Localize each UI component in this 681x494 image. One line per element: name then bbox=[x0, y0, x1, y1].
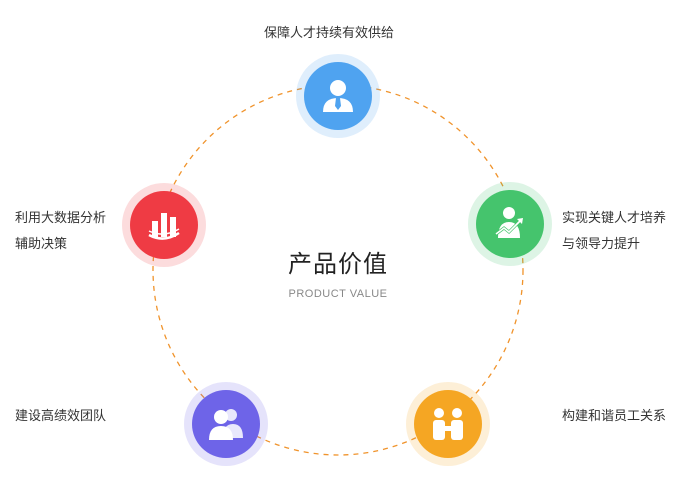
node-left-label: 利用大数据分析 辅助决策 bbox=[15, 206, 106, 258]
node-left bbox=[122, 183, 206, 267]
node-right bbox=[468, 182, 552, 266]
node-top bbox=[296, 54, 380, 138]
label-line: 保障人才持续有效供给 bbox=[264, 26, 395, 41]
center-subtitle: PRODUCT VALUE bbox=[288, 288, 388, 300]
person-tie-icon bbox=[323, 80, 353, 112]
node-bottom-right bbox=[406, 382, 490, 466]
label-line: 实现关键人才培养 bbox=[562, 211, 667, 226]
team-icon bbox=[209, 409, 243, 440]
node-core bbox=[414, 390, 482, 458]
center-title: 产品价值 bbox=[288, 250, 388, 278]
node-core bbox=[304, 62, 372, 130]
node-top-label: 保障人才持续有效供给 bbox=[264, 21, 394, 47]
handshake-people-icon bbox=[433, 408, 463, 440]
node-core bbox=[130, 191, 198, 259]
node-core bbox=[192, 390, 260, 458]
label-line: 建设高绩效团队 bbox=[15, 409, 107, 424]
label-line: 构建和谐员工关系 bbox=[562, 409, 667, 424]
node-bottom-left-label: 建设高绩效团队 bbox=[15, 404, 106, 430]
label-line: 与领导力提升 bbox=[562, 237, 641, 252]
node-bottom-right-label: 构建和谐员工关系 bbox=[562, 404, 666, 430]
label-line: 利用大数据分析 bbox=[15, 211, 107, 226]
node-core bbox=[476, 190, 544, 258]
node-right-label: 实现关键人才培养 与领导力提升 bbox=[562, 206, 666, 258]
bar-chart-icon bbox=[148, 213, 180, 240]
growth-person-icon bbox=[495, 207, 523, 238]
node-bottom-left bbox=[184, 382, 268, 466]
label-line: 辅助决策 bbox=[15, 237, 68, 252]
